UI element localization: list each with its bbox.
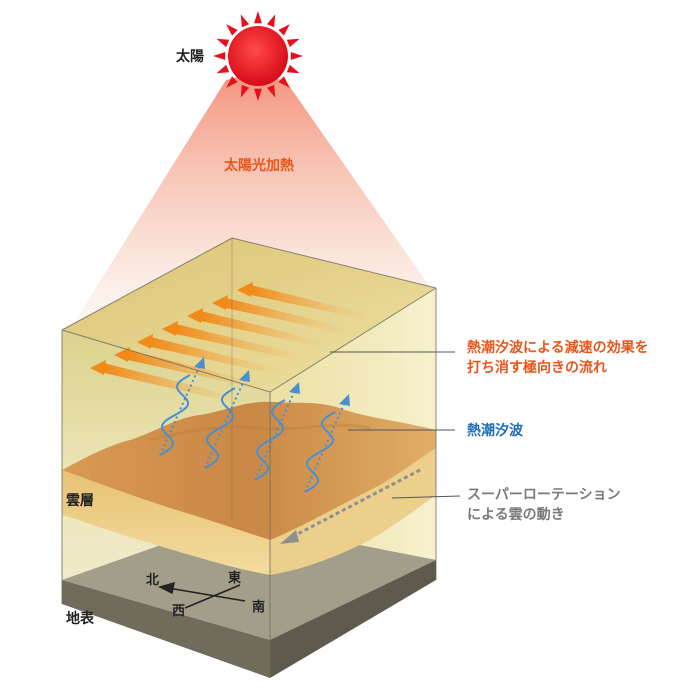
compass-west-label: 西	[172, 604, 186, 619]
superrotation-line-1: スーパーローテーション	[467, 487, 621, 503]
flow-arrow	[90, 360, 246, 405]
surface-label: 地表	[66, 611, 94, 627]
thermal-tide-label: 熱潮汐波	[467, 423, 523, 439]
leader-lines	[330, 351, 461, 499]
compass-north-label: 北	[146, 573, 160, 588]
flow-arrow	[237, 282, 372, 321]
sun-icon	[213, 11, 303, 101]
wave-column	[304, 394, 350, 493]
thermal-tide-waves	[159, 357, 350, 493]
counter-flow-label: 熱潮汐波による減速の効果を 打ち消す極向きの流れ	[467, 338, 649, 378]
compass-east-label: 東	[228, 571, 242, 586]
cloud-layer-label: 雲層	[66, 493, 94, 509]
solar-glow-cone	[72, 75, 432, 326]
flow-arrow	[212, 295, 352, 335]
flow-arrow	[187, 308, 330, 349]
superrotation-line-2: による雲の動き	[467, 507, 565, 523]
compass-rose	[157, 581, 246, 609]
wave-column	[204, 370, 250, 469]
flow-arrow	[137, 334, 288, 377]
box-edges	[61, 237, 437, 678]
superrotation-arrow	[280, 468, 421, 544]
solar-heating-label: 太陽光加熱	[224, 158, 294, 174]
wave-column	[159, 357, 205, 456]
compass-south-label: 南	[252, 600, 266, 615]
counter-flow-line-2: 打ち消す極向きの流れ	[467, 360, 607, 376]
flow-arrow	[162, 321, 310, 363]
box-top-face	[62, 238, 436, 392]
sun-label: 太陽	[176, 49, 204, 65]
counter-flow-line-1: 熱潮汐波による減速の効果を	[467, 340, 649, 356]
superrotation-label: スーパーローテーション による雲の動き	[467, 485, 621, 525]
